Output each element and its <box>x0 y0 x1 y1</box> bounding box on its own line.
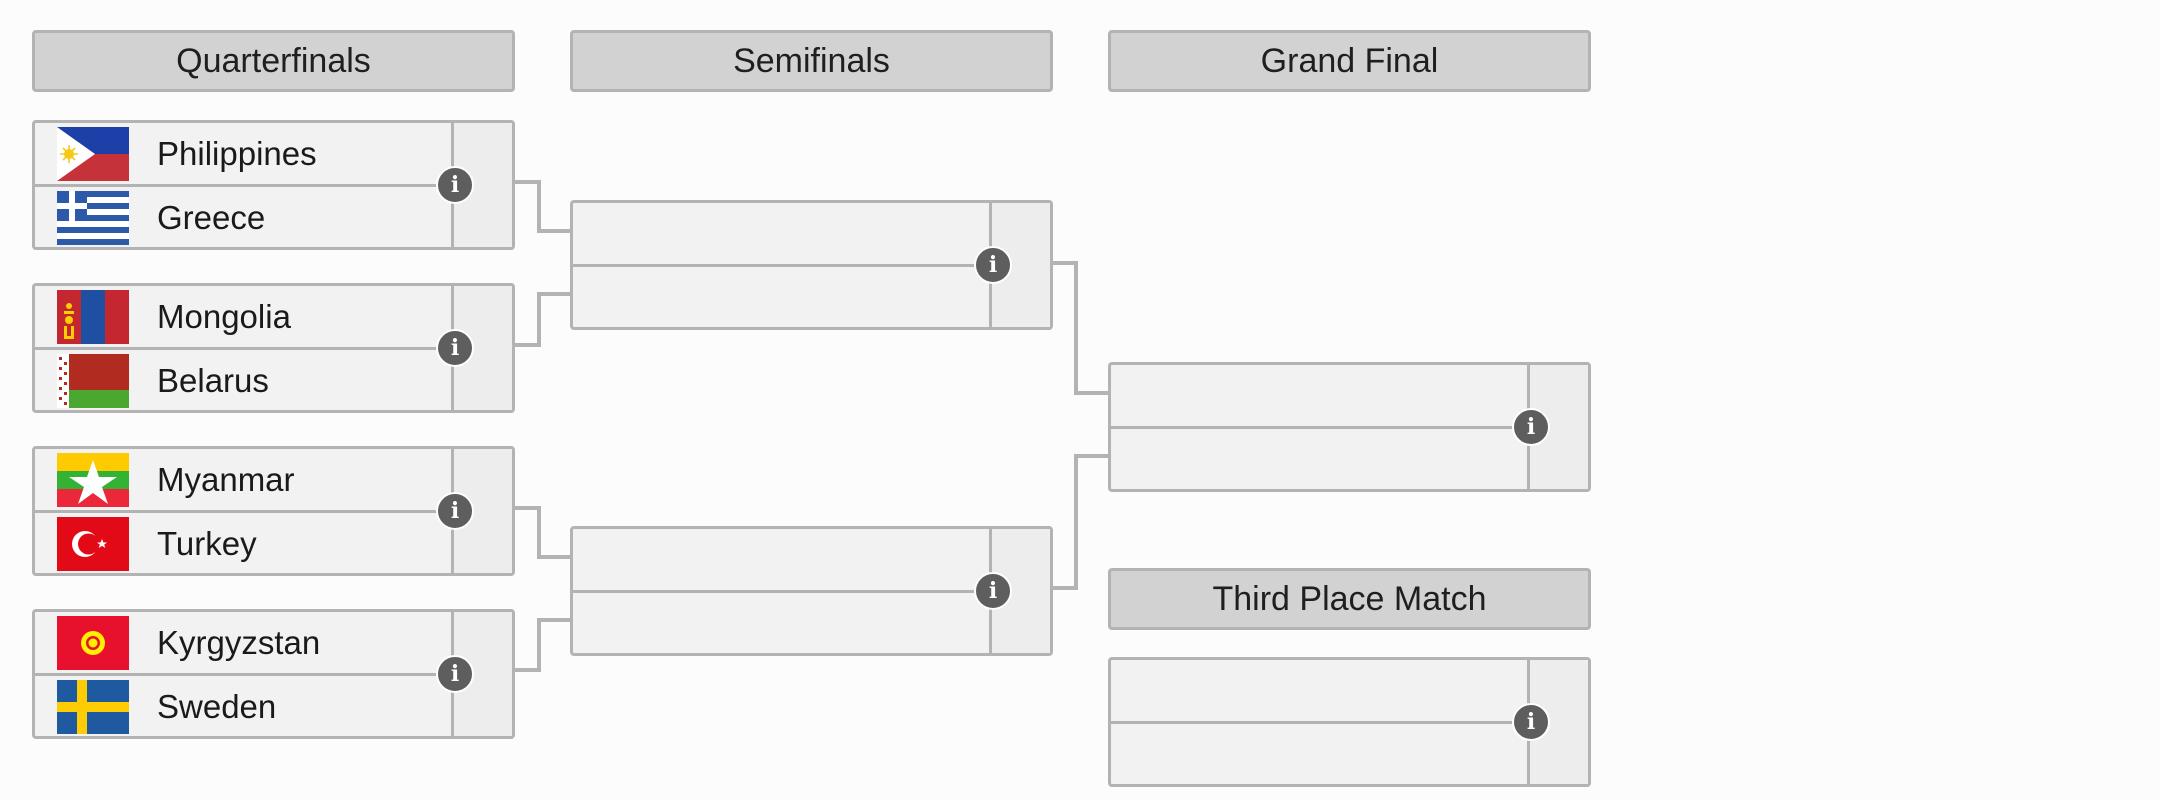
philippines-flag-icon <box>57 126 129 181</box>
team-name: Greece <box>157 198 266 236</box>
greece-flag-icon <box>57 190 129 245</box>
team-name: Turkey <box>157 524 257 562</box>
quarterfinal-match-4: Kyrgyzstan Sweden <box>32 609 515 739</box>
third-place-match <box>1108 657 1591 787</box>
team-name: Belarus <box>157 361 269 399</box>
quarterfinal-match-2: Mongolia Belarus <box>32 283 515 413</box>
team-slot[interactable] <box>573 203 993 264</box>
team-name: Philippines <box>157 134 317 172</box>
team-slot[interactable] <box>1111 365 1531 426</box>
team-slot[interactable]: Turkey <box>35 513 455 574</box>
team-slot[interactable] <box>1111 429 1531 490</box>
info-icon[interactable]: i <box>436 329 474 367</box>
slot-divider <box>573 590 993 593</box>
slot-divider <box>35 347 455 350</box>
slot-divider <box>1111 426 1531 429</box>
team-slot[interactable]: Mongolia <box>35 286 455 347</box>
belarus-flag-icon <box>57 353 129 408</box>
kyrgyzstan-flag-icon <box>57 615 129 670</box>
team-slot[interactable] <box>1111 724 1531 785</box>
team-slot[interactable] <box>1111 660 1531 721</box>
team-slot[interactable]: Philippines <box>35 123 455 184</box>
myanmar-flag-icon <box>57 452 129 507</box>
info-icon[interactable]: i <box>974 572 1012 610</box>
info-icon[interactable]: i <box>1512 408 1550 446</box>
grand-final-match <box>1108 362 1591 492</box>
info-icon[interactable]: i <box>1512 703 1550 741</box>
mongolia-flag-icon <box>57 289 129 344</box>
quarterfinal-match-3: Myanmar Turkey <box>32 446 515 576</box>
third-place-header: Third Place Match <box>1108 568 1591 630</box>
turkey-flag-icon <box>57 516 129 571</box>
quarterfinal-match-1: Philippines Greece <box>32 120 515 250</box>
slot-divider <box>573 264 993 267</box>
info-icon[interactable]: i <box>436 166 474 204</box>
team-name: Sweden <box>157 687 277 725</box>
info-icon[interactable]: i <box>436 655 474 693</box>
grand-final-title: Grand Final <box>1260 41 1439 80</box>
info-icon[interactable]: i <box>974 246 1012 284</box>
team-slot[interactable]: Sweden <box>35 676 455 737</box>
semifinal-match-2 <box>570 526 1053 656</box>
info-icon[interactable]: i <box>436 492 474 530</box>
team-slot[interactable]: Myanmar <box>35 449 455 510</box>
grand-final-header: Grand Final <box>1108 30 1591 92</box>
sweden-flag-icon <box>57 679 129 734</box>
team-slot[interactable]: Kyrgyzstan <box>35 612 455 673</box>
team-slot[interactable] <box>573 529 993 590</box>
slot-divider <box>35 673 455 676</box>
slot-divider <box>1111 721 1531 724</box>
team-slot[interactable]: Belarus <box>35 350 455 411</box>
team-slot[interactable]: Greece <box>35 187 455 248</box>
team-name: Myanmar <box>157 460 295 498</box>
semifinals-header: Semifinals <box>570 30 1053 92</box>
team-slot[interactable] <box>573 267 993 328</box>
team-slot[interactable] <box>573 593 993 654</box>
slot-divider <box>35 184 455 187</box>
team-name: Kyrgyzstan <box>157 623 321 661</box>
quarterfinals-header: Quarterfinals <box>32 30 515 92</box>
slot-divider <box>35 510 455 513</box>
quarterfinals-title: Quarterfinals <box>176 41 371 80</box>
semifinals-title: Semifinals <box>733 41 890 80</box>
third-place-title: Third Place Match <box>1212 579 1487 618</box>
team-name: Mongolia <box>157 297 291 335</box>
